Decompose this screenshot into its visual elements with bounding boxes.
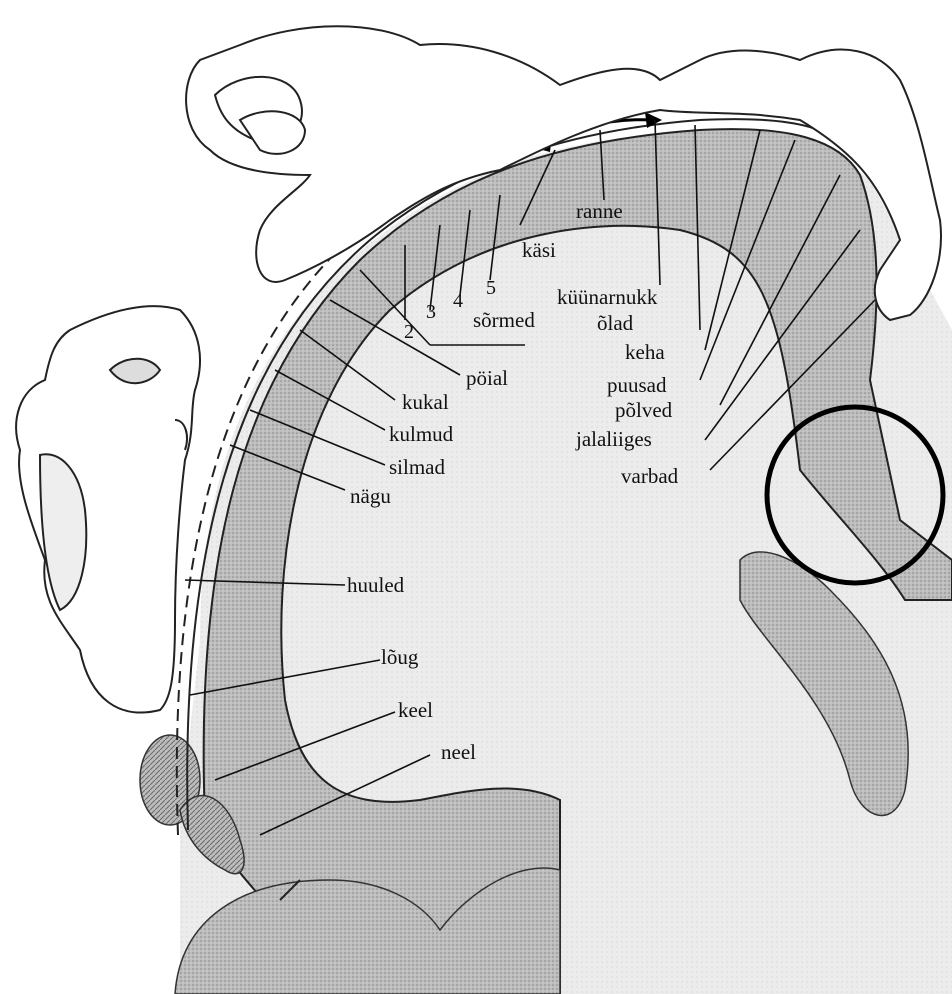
label-poial: pöial — [466, 368, 508, 389]
label-silmad: silmad — [389, 457, 445, 478]
label-loug: lõug — [381, 647, 418, 668]
label-keel: keel — [398, 700, 433, 721]
label-jalaliiges: jalaliiges — [576, 429, 652, 450]
label-finger-4: 4 — [453, 291, 463, 311]
label-kulmud: kulmud — [389, 424, 453, 445]
label-olad: õlad — [597, 313, 633, 334]
label-ranne: ranne — [576, 201, 623, 222]
label-kukal: kukal — [402, 392, 449, 413]
label-huuled: huuled — [347, 575, 404, 596]
label-polved: põlved — [615, 400, 672, 421]
face-figure — [16, 306, 200, 712]
label-finger-3: 3 — [426, 302, 436, 322]
label-kasi: käsi — [522, 240, 556, 261]
label-sormed: sõrmed — [473, 310, 535, 331]
label-keha: keha — [625, 342, 665, 363]
label-nagu: nägu — [350, 486, 391, 507]
label-kuunarnukk: küünarnukk — [557, 287, 657, 308]
label-puusad: puusad — [607, 375, 667, 396]
label-neel: neel — [441, 742, 476, 763]
label-finger-5: 5 — [486, 278, 496, 298]
label-finger-2: 2 — [404, 322, 414, 342]
label-varbad: varbad — [621, 466, 678, 487]
